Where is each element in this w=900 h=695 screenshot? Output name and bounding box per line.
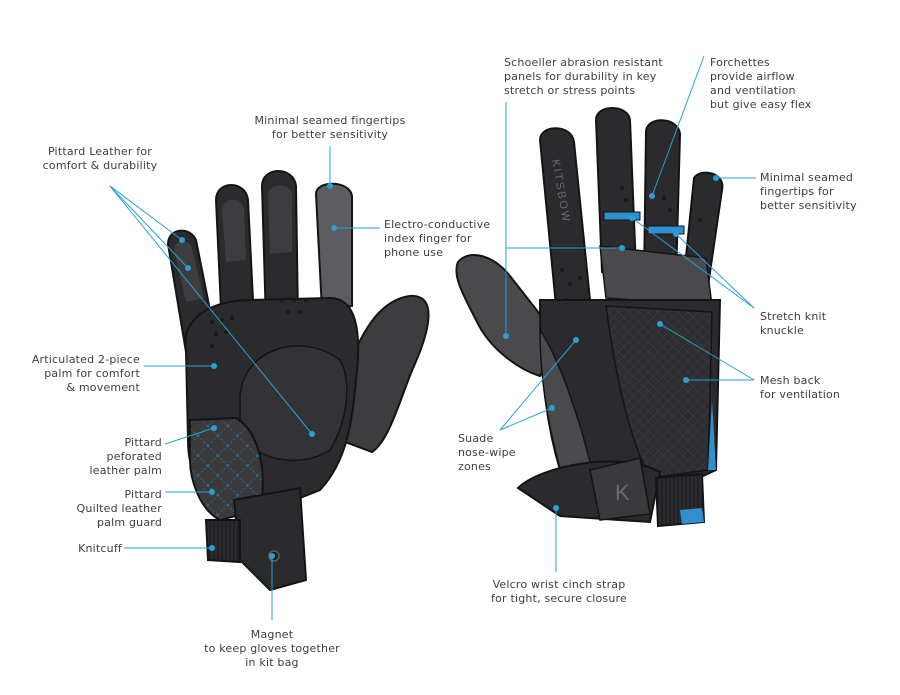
label-pittard-quilted: Pittard Quilted leather palm guard — [76, 488, 162, 529]
right-glove-thumb — [455, 253, 562, 378]
label-magnet: Magnet to keep gloves together in kit ba… — [204, 628, 340, 669]
left-glove-knitcuff — [204, 519, 241, 564]
left-glove-index — [314, 182, 353, 312]
label-minimal-seamed-right: Minimal seamed fingertips for better sen… — [760, 171, 857, 212]
label-minimal-seamed-left: Minimal seamed fingertips for better sen… — [254, 114, 406, 141]
label-pittard-leather: Pittard Leather for comfort & durability — [42, 145, 158, 172]
label-mesh-back: Mesh back for ventilation — [760, 374, 841, 401]
right-glove-k-panel — [589, 457, 651, 521]
label-knitcuff: Knitcuff — [78, 542, 122, 555]
right-glove-pinky — [538, 127, 592, 308]
label-forchettes: Forchettes provide airflow and ventilati… — [710, 56, 812, 111]
leader-dots — [179, 175, 719, 559]
leader-lines — [109, 55, 756, 620]
right-glove-k-mark: K — [615, 480, 630, 505]
label-suade: Suade nose-wipe zones — [458, 432, 516, 473]
label-velcro: Velcro wrist cinch strap for tight, secu… — [491, 578, 627, 605]
label-pittard-perforated: Pittard peforated leather palm — [89, 436, 162, 477]
left-glove-thumb — [339, 294, 430, 454]
label-schoeller: Schoeller abrasion resistant panels for … — [504, 56, 663, 97]
label-stretch-knit: Stretch knit knuckle — [760, 310, 827, 337]
label-electro-conductive: Electro-conductive index finger for phon… — [384, 218, 491, 259]
label-articulated-palm: Articulated 2-piece palm for comfort & m… — [31, 353, 140, 394]
left-glove-palm-view — [166, 170, 430, 592]
